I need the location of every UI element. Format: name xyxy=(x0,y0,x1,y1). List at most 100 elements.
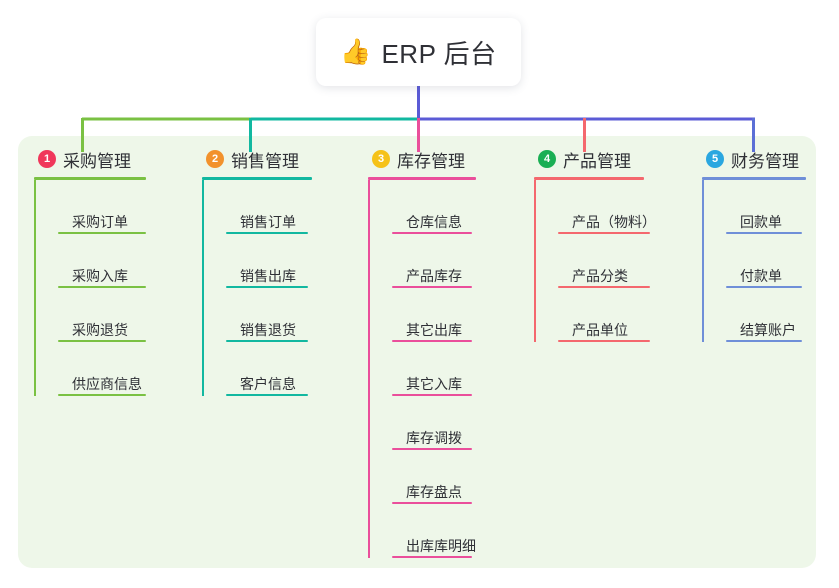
branch-spine-5 xyxy=(702,180,704,342)
branch-item[interactable]: 销售退货 xyxy=(226,288,312,342)
branch-spine-4 xyxy=(534,180,536,342)
branch-item-underline xyxy=(58,286,146,288)
branch-item-label: 产品库存 xyxy=(406,268,462,284)
branch-item[interactable]: 库存盘点 xyxy=(392,450,476,504)
branch-item-label: 其它入库 xyxy=(406,376,462,392)
branch-item[interactable]: 库存调拨 xyxy=(392,396,476,450)
branch-item-list-5: 回款单付款单结算账户 xyxy=(702,180,806,342)
thumbs-up-icon: 👍 xyxy=(340,37,372,66)
branch-item[interactable]: 供应商信息 xyxy=(58,342,146,396)
branch-item-label: 库存盘点 xyxy=(406,484,462,500)
branch-item-underline xyxy=(226,232,308,234)
branch-spine-3 xyxy=(368,180,370,558)
branch-item[interactable]: 采购订单 xyxy=(58,180,146,234)
branch-underline-1 xyxy=(34,177,146,180)
branch-item-label: 回款单 xyxy=(740,214,782,230)
branch-title-3: 库存管理 xyxy=(397,151,465,171)
branch-underline-3 xyxy=(368,177,476,180)
branch-item-label: 其它出库 xyxy=(406,322,462,338)
branch-header-2[interactable]: 2 销售管理 xyxy=(202,147,312,171)
branch-item[interactable]: 仓库信息 xyxy=(392,180,476,234)
branch-item-underline xyxy=(558,286,650,288)
branch-title-2: 销售管理 xyxy=(231,151,299,171)
branch-item-underline xyxy=(726,232,802,234)
branch-item-underline xyxy=(726,286,802,288)
branch-item-label: 供应商信息 xyxy=(72,376,142,392)
branch-item[interactable]: 产品单位 xyxy=(558,288,656,342)
branch-item[interactable]: 付款单 xyxy=(726,234,806,288)
branch-item-underline xyxy=(558,232,650,234)
branch-badge-3: 3 xyxy=(372,150,390,168)
branch-spine-1 xyxy=(34,180,36,396)
branch-badge-5: 5 xyxy=(706,150,724,168)
branch-header-3[interactable]: 3 库存管理 xyxy=(368,147,476,171)
branch-item[interactable]: 其它出库 xyxy=(392,288,476,342)
branch-title-5: 财务管理 xyxy=(731,151,799,171)
branch-item[interactable]: 销售出库 xyxy=(226,234,312,288)
branch-item-underline xyxy=(392,394,472,396)
branch-item[interactable]: 回款单 xyxy=(726,180,806,234)
branch-item[interactable]: 产品分类 xyxy=(558,234,656,288)
branch-item-underline xyxy=(58,394,146,396)
branch-title-1: 采购管理 xyxy=(63,151,131,171)
branch-3[interactable]: 3 库存管理仓库信息产品库存其它出库其它入库库存调拨库存盘点出库库明细 xyxy=(368,147,476,558)
branch-item-underline xyxy=(226,394,308,396)
branch-item-underline xyxy=(392,340,472,342)
branch-item[interactable]: 产品库存 xyxy=(392,234,476,288)
branch-item-label: 销售退货 xyxy=(240,322,296,338)
branch-title-4: 产品管理 xyxy=(563,151,631,171)
diagram-background-panel xyxy=(18,136,816,568)
branch-header-1[interactable]: 1 采购管理 xyxy=(34,147,146,171)
branch-header-5[interactable]: 5 财务管理 xyxy=(702,147,806,171)
branch-item-label: 产品（物料） xyxy=(572,214,656,230)
branch-underline-5 xyxy=(702,177,806,180)
branch-item[interactable]: 出库库明细 xyxy=(392,504,476,558)
branch-item-label: 产品分类 xyxy=(572,268,628,284)
root-node[interactable]: 👍 ERP 后台 xyxy=(316,18,521,86)
branch-item-label: 销售出库 xyxy=(240,268,296,284)
branch-item-underline xyxy=(58,340,146,342)
branch-item-label: 仓库信息 xyxy=(406,214,462,230)
branch-underline-4 xyxy=(534,177,644,180)
branch-item-underline xyxy=(392,286,472,288)
branch-item-underline xyxy=(392,556,472,558)
branch-1[interactable]: 1 采购管理采购订单采购入库采购退货供应商信息 xyxy=(34,147,146,396)
branch-item-underline xyxy=(392,502,472,504)
branch-item-label: 库存调拨 xyxy=(406,430,462,446)
branch-item-list-1: 采购订单采购入库采购退货供应商信息 xyxy=(34,180,146,396)
branch-5[interactable]: 5 财务管理回款单付款单结算账户 xyxy=(702,147,806,342)
root-label: ERP 后台 xyxy=(381,38,497,69)
branch-item[interactable]: 客户信息 xyxy=(226,342,312,396)
branch-item[interactable]: 产品（物料） xyxy=(558,180,656,234)
branch-item-label: 采购入库 xyxy=(72,268,128,284)
branch-item-label: 客户信息 xyxy=(240,376,296,392)
branch-spine-2 xyxy=(202,180,204,396)
branch-badge-1: 1 xyxy=(38,150,56,168)
branch-item-underline xyxy=(226,286,308,288)
branch-item[interactable]: 销售订单 xyxy=(226,180,312,234)
branch-item-label: 采购订单 xyxy=(72,214,128,230)
branch-item-underline xyxy=(726,340,802,342)
branch-item[interactable]: 采购入库 xyxy=(58,234,146,288)
branch-item-label: 产品单位 xyxy=(572,322,628,338)
branch-item[interactable]: 其它入库 xyxy=(392,342,476,396)
branch-item-label: 出库库明细 xyxy=(406,538,476,554)
branch-item-label: 付款单 xyxy=(740,268,782,284)
branch-item-label: 采购退货 xyxy=(72,322,128,338)
branch-item-underline xyxy=(226,340,308,342)
branch-item-underline xyxy=(392,232,472,234)
branch-item[interactable]: 采购退货 xyxy=(58,288,146,342)
branch-item-underline xyxy=(58,232,146,234)
branch-badge-2: 2 xyxy=(206,150,224,168)
branch-item[interactable]: 结算账户 xyxy=(726,288,806,342)
branch-item-list-4: 产品（物料） 产品分类产品单位 xyxy=(534,180,656,342)
branch-item-underline xyxy=(392,448,472,450)
branch-item-label: 销售订单 xyxy=(240,214,296,230)
branch-item-list-2: 销售订单销售出库销售退货客户信息 xyxy=(202,180,312,396)
branch-2[interactable]: 2 销售管理销售订单销售出库销售退货客户信息 xyxy=(202,147,312,396)
branch-item-label: 结算账户 xyxy=(740,322,796,338)
branch-item-list-3: 仓库信息产品库存其它出库其它入库库存调拨库存盘点出库库明细 xyxy=(368,180,476,558)
